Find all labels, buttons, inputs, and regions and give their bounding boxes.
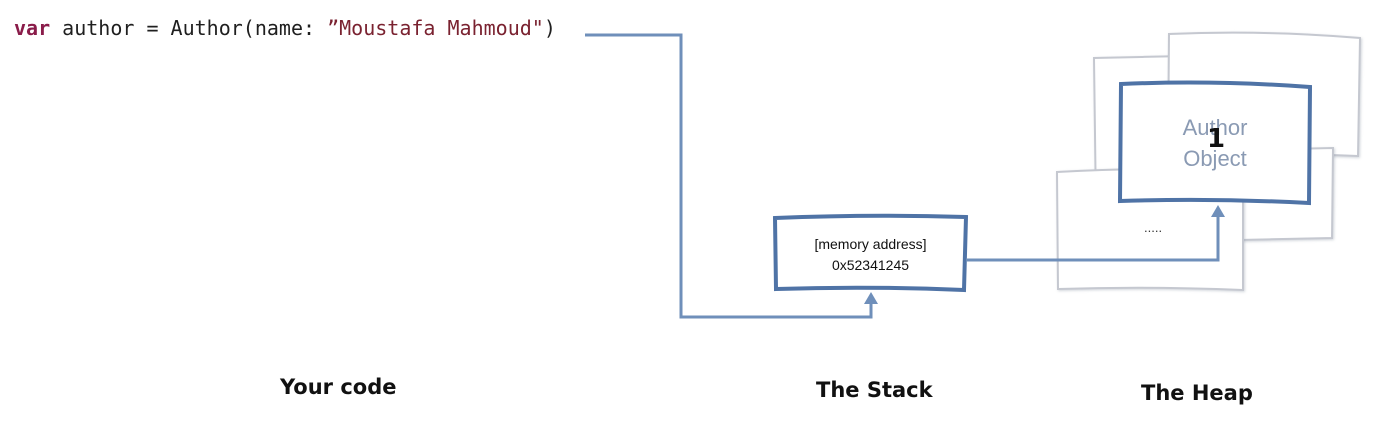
code-to-stack-connector [585,33,873,319]
code-line: var author = Author(name: ”Moustafa Mahm… [14,14,556,42]
stack-to-heap-connector [966,216,1220,262]
code-expression: author = Author(name: [50,16,328,40]
the-heap-label: The Heap [1141,381,1253,405]
stack-address-value: 0x52341245 [831,257,910,273]
your-code-label: Your code [280,375,397,399]
code-closing: ) [543,16,556,40]
author-object-box [1117,80,1313,206]
stack-address-label: [memory address] [814,236,927,252]
heap-object-type: Object [1183,146,1247,171]
code-string-literal: ”Moustafa Mahmoud" [327,16,544,40]
stack-box [772,213,969,293]
heap-other-content: ..... [1144,220,1163,235]
reference-count: 1 [1207,124,1226,154]
stack-to-heap-arrowhead [1211,205,1225,217]
the-stack-label: The Stack [816,378,933,402]
code-to-stack-arrowhead [864,292,878,304]
code-keyword: var [14,16,51,40]
heap-object-name: Author [1182,115,1248,140]
